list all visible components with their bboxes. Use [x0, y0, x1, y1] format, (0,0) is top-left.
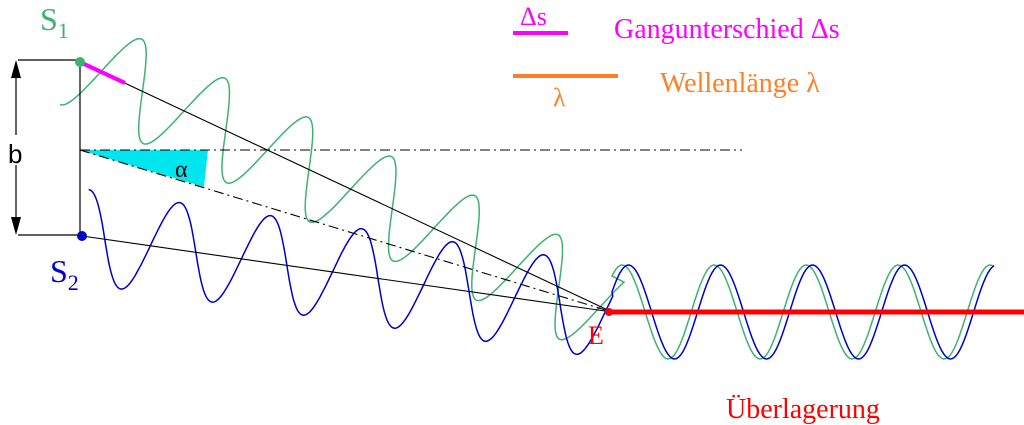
s2-label: S2 [50, 253, 79, 295]
angle-wedge [80, 150, 208, 187]
ueberlagerung-label: Überlagerung [726, 394, 880, 425]
s1-label: S1 [40, 1, 69, 43]
b-label: b [8, 139, 22, 169]
s1-wave [59, 37, 995, 360]
alpha-label: α [175, 157, 188, 183]
middle-ray [79, 149, 613, 313]
path-difference-segment [81, 61, 126, 85]
ray-s2 [81, 235, 613, 313]
source-s2-point [77, 231, 87, 241]
arrow-down-icon [11, 217, 21, 235]
wellenlaenge-label: Wellenlänge λ [660, 68, 820, 99]
delta-s-symbol: Δs [520, 2, 547, 31]
lambda-symbol: λ [553, 83, 566, 112]
ray-s1 [79, 61, 613, 313]
b-dimension-marker [11, 59, 80, 236]
gangunterschied-label: Gangunterschied Δs [614, 14, 840, 45]
s2-wave [88, 188, 995, 360]
e-label: E [588, 321, 604, 350]
point-e [605, 308, 613, 316]
source-s1-point [75, 57, 85, 67]
arrow-up-icon [11, 60, 21, 78]
